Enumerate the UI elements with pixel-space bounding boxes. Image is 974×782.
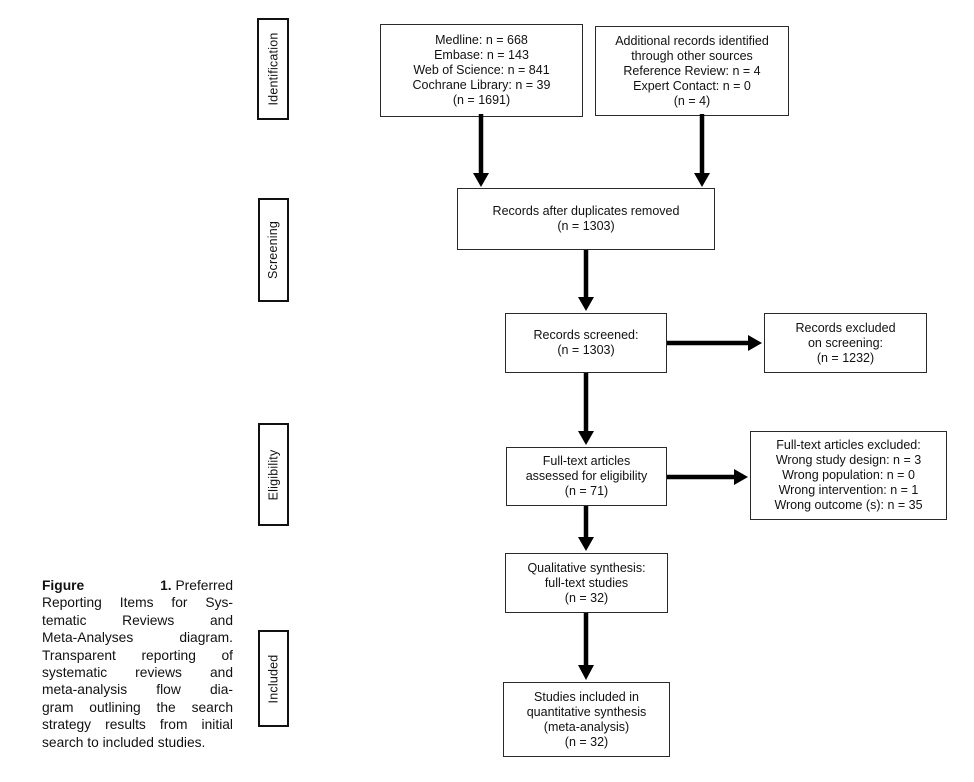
text-line: Reference Review: n = 4: [623, 63, 761, 78]
box-qualitative-synthesis: Qualitative synthesis: full-text studies…: [505, 553, 668, 613]
text-line: assessed for eligibility: [525, 469, 648, 483]
text-line: Qualitative synthesis:: [527, 560, 646, 575]
text-line: (n = 1691): [452, 93, 511, 107]
text-line: (n = 71): [564, 484, 609, 498]
text-line: Embase: n = 143: [434, 48, 529, 62]
text-line: (n = 1232): [816, 350, 875, 365]
arrow-screened-to-fulltext-icon: [578, 373, 594, 445]
caption-line: gram outlining the search: [42, 699, 233, 715]
text-line: through other sources: [631, 48, 753, 63]
text-line: (n = 4): [673, 93, 711, 108]
caption-line: tematic Reviews and: [42, 612, 233, 628]
caption-figure-number: 1.: [160, 578, 172, 593]
text-line: full-text studies: [544, 575, 629, 590]
arrow-fulltext-to-qualitative-icon: [578, 506, 594, 551]
stage-label-eligibility: Eligibility: [258, 423, 289, 526]
caption-figure-word: Figure: [42, 578, 85, 593]
stage-label-text: Included: [266, 654, 281, 703]
text-line: Records excluded: [795, 320, 896, 335]
caption-line-rest: 1. Preferred: [160, 577, 233, 594]
text-line: Cochrane Library: n = 39: [412, 78, 551, 92]
text-line: on screening:: [807, 335, 884, 350]
box-records-screened: Records screened: (n = 1303): [505, 313, 667, 373]
text-line: (n = 32): [564, 590, 609, 605]
caption-line: search to included studies.: [42, 734, 206, 750]
stage-label-text: Eligibility: [266, 449, 281, 500]
caption-line: systematic reviews and: [42, 665, 233, 681]
arrow-fulltext-to-excluded-icon: [667, 469, 748, 485]
text-line: quantitative synthesis: [526, 704, 647, 719]
text-line: (n = 32): [564, 734, 609, 749]
text-line: (meta-analysis): [543, 719, 630, 734]
caption-line: Transparent reporting of: [42, 647, 233, 663]
text-line: (n = 1303): [557, 343, 615, 357]
caption-line: strategy results from initial: [42, 717, 233, 733]
text-line: Wrong outcome (s): n = 35: [774, 498, 923, 512]
figure-caption: Figure 1. Preferred Reporting Items for …: [42, 577, 233, 751]
arrow-databases-to-duplicates-icon: [473, 114, 489, 187]
text-line: Expert Contact: n = 0: [633, 78, 751, 93]
box-duplicates-removed: Records after duplicates removed (n = 13…: [457, 188, 715, 250]
box-records-excluded: Records excluded on screening: (n = 1232…: [764, 313, 927, 373]
caption-line: Figure 1. Preferred: [42, 577, 233, 594]
box-additional-records: Additional records identified through ot…: [595, 26, 789, 116]
text-line: Medline: n = 668: [435, 33, 528, 47]
text-line: Wrong study design: n = 3: [775, 453, 922, 467]
text-line: Web of Science: n = 841: [413, 63, 550, 77]
arrow-additional-to-duplicates-icon: [694, 114, 710, 187]
box-fulltext-assessed: Full-text articles assessed for eligibil…: [506, 447, 667, 506]
text-line: Studies included in: [534, 689, 639, 704]
box-quantitative-synthesis: Studies included in quantitative synthes…: [503, 682, 670, 757]
stage-label-text: Screening: [266, 220, 281, 280]
box-database-records: Medline: n = 668 Embase: n = 143 Web of …: [380, 24, 583, 117]
stage-label-identification: Identification: [257, 18, 289, 120]
caption-line: Reporting Items for Sys-: [42, 595, 233, 611]
text-line: Additional records identified: [615, 33, 769, 48]
text-line: Full-text articles excluded:: [776, 438, 921, 452]
text-line: Wrong intervention: n = 1: [778, 483, 919, 497]
caption-line: Meta-Analyses diagram.: [42, 630, 233, 646]
box-fulltext-excluded: Full-text articles excluded: Wrong study…: [750, 431, 947, 520]
stage-label-screening: Screening: [258, 198, 289, 302]
arrow-qualitative-to-quantitative-icon: [578, 613, 594, 680]
caption-first-word: Preferred: [175, 578, 233, 593]
arrow-screened-to-excluded-icon: [667, 335, 762, 351]
text-line: (n = 1303): [557, 219, 615, 233]
stage-label-text: Identification: [266, 32, 281, 106]
text-line: Records after duplicates removed: [492, 204, 680, 218]
stage-label-included: Included: [258, 630, 289, 727]
arrow-duplicates-to-screened-icon: [578, 250, 594, 311]
text-line: Wrong population: n = 0: [782, 468, 915, 482]
caption-line: meta-analysis flow dia-: [42, 682, 233, 698]
text-line: Full-text articles: [542, 454, 631, 468]
text-line: Records screened:: [533, 328, 639, 342]
